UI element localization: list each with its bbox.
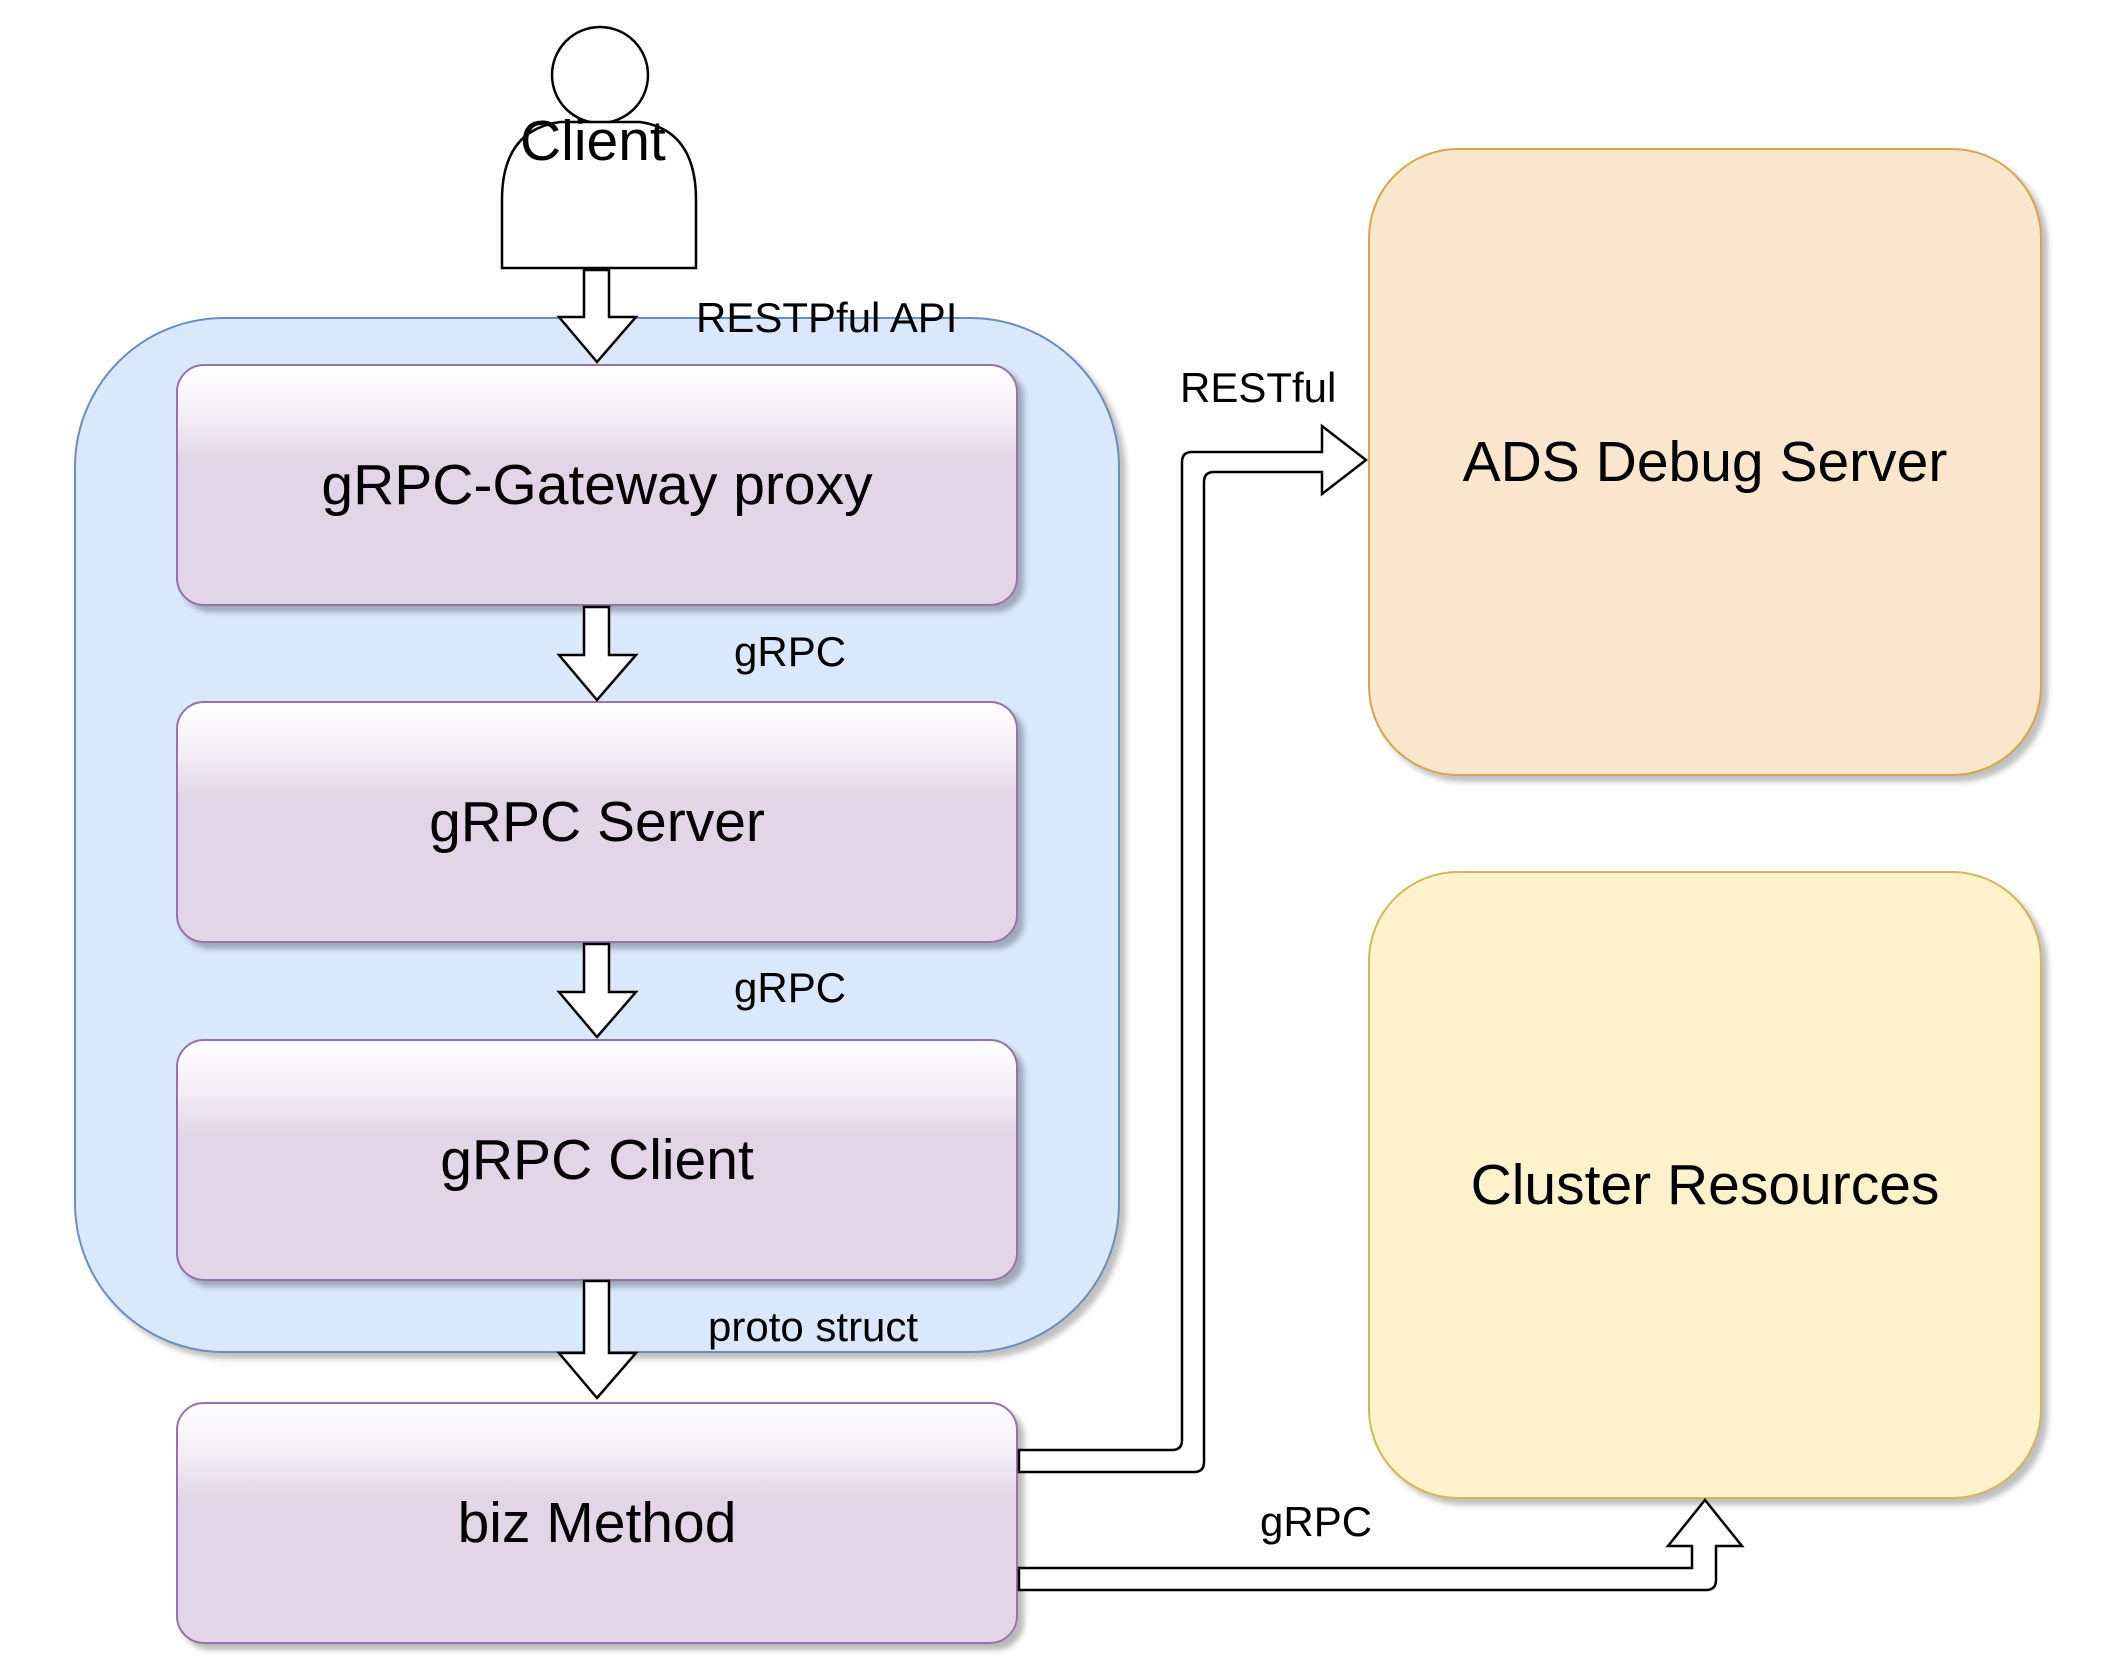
edge-label-restpful-api: RESTPful API <box>696 294 958 341</box>
arrow-client-to-gateway <box>556 268 639 364</box>
grpc-server-label: gRPC Server <box>429 790 765 854</box>
arrow-server-to-client <box>556 942 639 1039</box>
arrow-gateway-to-server <box>556 605 639 702</box>
biz-method-label: biz Method <box>457 1491 737 1555</box>
edge-label-grpc-3: gRPC <box>1260 1498 1373 1545</box>
cluster-resources-label: Cluster Resources <box>1470 1153 1940 1217</box>
edge-label-grpc-1: gRPC <box>734 628 847 675</box>
ads-debug-server-label: ADS Debug Server <box>1462 430 1948 494</box>
arrow-biz-to-cluster <box>1017 1498 1745 1592</box>
edge-label-proto-struct: proto struct <box>708 1303 919 1350</box>
arrow-client-to-biz <box>556 1279 639 1400</box>
gateway-proxy-node[interactable]: gRPC-Gateway proxy <box>176 364 1018 606</box>
gateway-proxy-label: gRPC-Gateway proxy <box>321 453 873 517</box>
edge-label-grpc-2: gRPC <box>734 964 847 1011</box>
client-actor-label: Client <box>520 109 666 173</box>
grpc-client-label: gRPC Client <box>440 1128 754 1192</box>
biz-method-node[interactable]: biz Method <box>176 1402 1018 1644</box>
client-actor-icon <box>500 25 698 270</box>
arrow-biz-to-ads <box>1017 423 1369 1474</box>
cluster-resources-node[interactable]: Cluster Resources <box>1368 871 2042 1499</box>
ads-debug-server-node[interactable]: ADS Debug Server <box>1368 148 2042 776</box>
grpc-server-node[interactable]: gRPC Server <box>176 701 1018 943</box>
edge-label-restful: RESTful <box>1180 364 1337 411</box>
